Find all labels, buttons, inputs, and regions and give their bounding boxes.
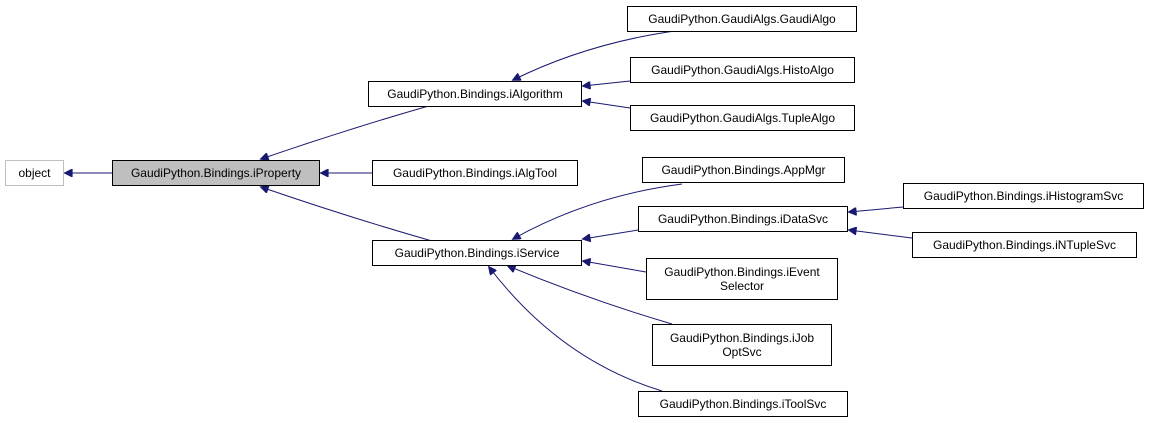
- edge-histoalgo-ialgorithm: [583, 80, 631, 86]
- node-appmgr[interactable]: GaudiPython.Bindings.AppMgr: [642, 157, 845, 183]
- edge-ialgorithm-iproperty: [261, 104, 433, 159]
- node-ialgorithm[interactable]: GaudiPython.Bindings.iAlgorithm: [368, 81, 582, 107]
- edge-tuplealgo-ialgorithm: [583, 101, 631, 109]
- node-iproperty[interactable]: GaudiPython.Bindings.iProperty: [112, 160, 320, 186]
- node-idatasvc[interactable]: GaudiPython.Bindings.iDataSvc: [638, 206, 848, 232]
- edge-ieventselector-iservice: [583, 261, 647, 273]
- node-intuplesvc[interactable]: GaudiPython.Bindings.iNTupleSvc: [912, 232, 1137, 258]
- node-iservice[interactable]: GaudiPython.Bindings.iService: [372, 240, 582, 266]
- edge-iservice-iproperty: [261, 187, 433, 242]
- edge-itoolsvc-iservice: [489, 267, 663, 392]
- edge-ijoboptsvc-iservice: [508, 266, 673, 325]
- edge-idatasvc-iservice: [583, 229, 639, 239]
- edge-ihistogramsvc-idatasvc: [849, 206, 904, 212]
- node-histoalgo[interactable]: GaudiPython.GaudiAlgs.HistoAlgo: [630, 57, 855, 83]
- node-ialgtool[interactable]: GaudiPython.Bindings.iAlgTool: [372, 160, 578, 186]
- edge-gaudialgo-ialgorithm: [513, 29, 683, 80]
- edge-intuplesvc-idatasvc: [849, 230, 913, 239]
- edge-appmgr-iservice: [513, 183, 683, 239]
- node-tuplealgo[interactable]: GaudiPython.GaudiAlgs.TupleAlgo: [630, 105, 855, 131]
- node-ihistogramsvc[interactable]: GaudiPython.Bindings.iHistogramSvc: [903, 183, 1144, 209]
- node-gaudialgo[interactable]: GaudiPython.GaudiAlgs.GaudiAlgo: [627, 6, 857, 32]
- node-object[interactable]: object: [5, 160, 64, 186]
- node-ieventselector[interactable]: GaudiPython.Bindings.iEvent Selector: [646, 258, 838, 300]
- node-ijoboptsvc[interactable]: GaudiPython.Bindings.iJob OptSvc: [652, 324, 832, 366]
- node-itoolsvc[interactable]: GaudiPython.Bindings.iToolSvc: [638, 391, 848, 417]
